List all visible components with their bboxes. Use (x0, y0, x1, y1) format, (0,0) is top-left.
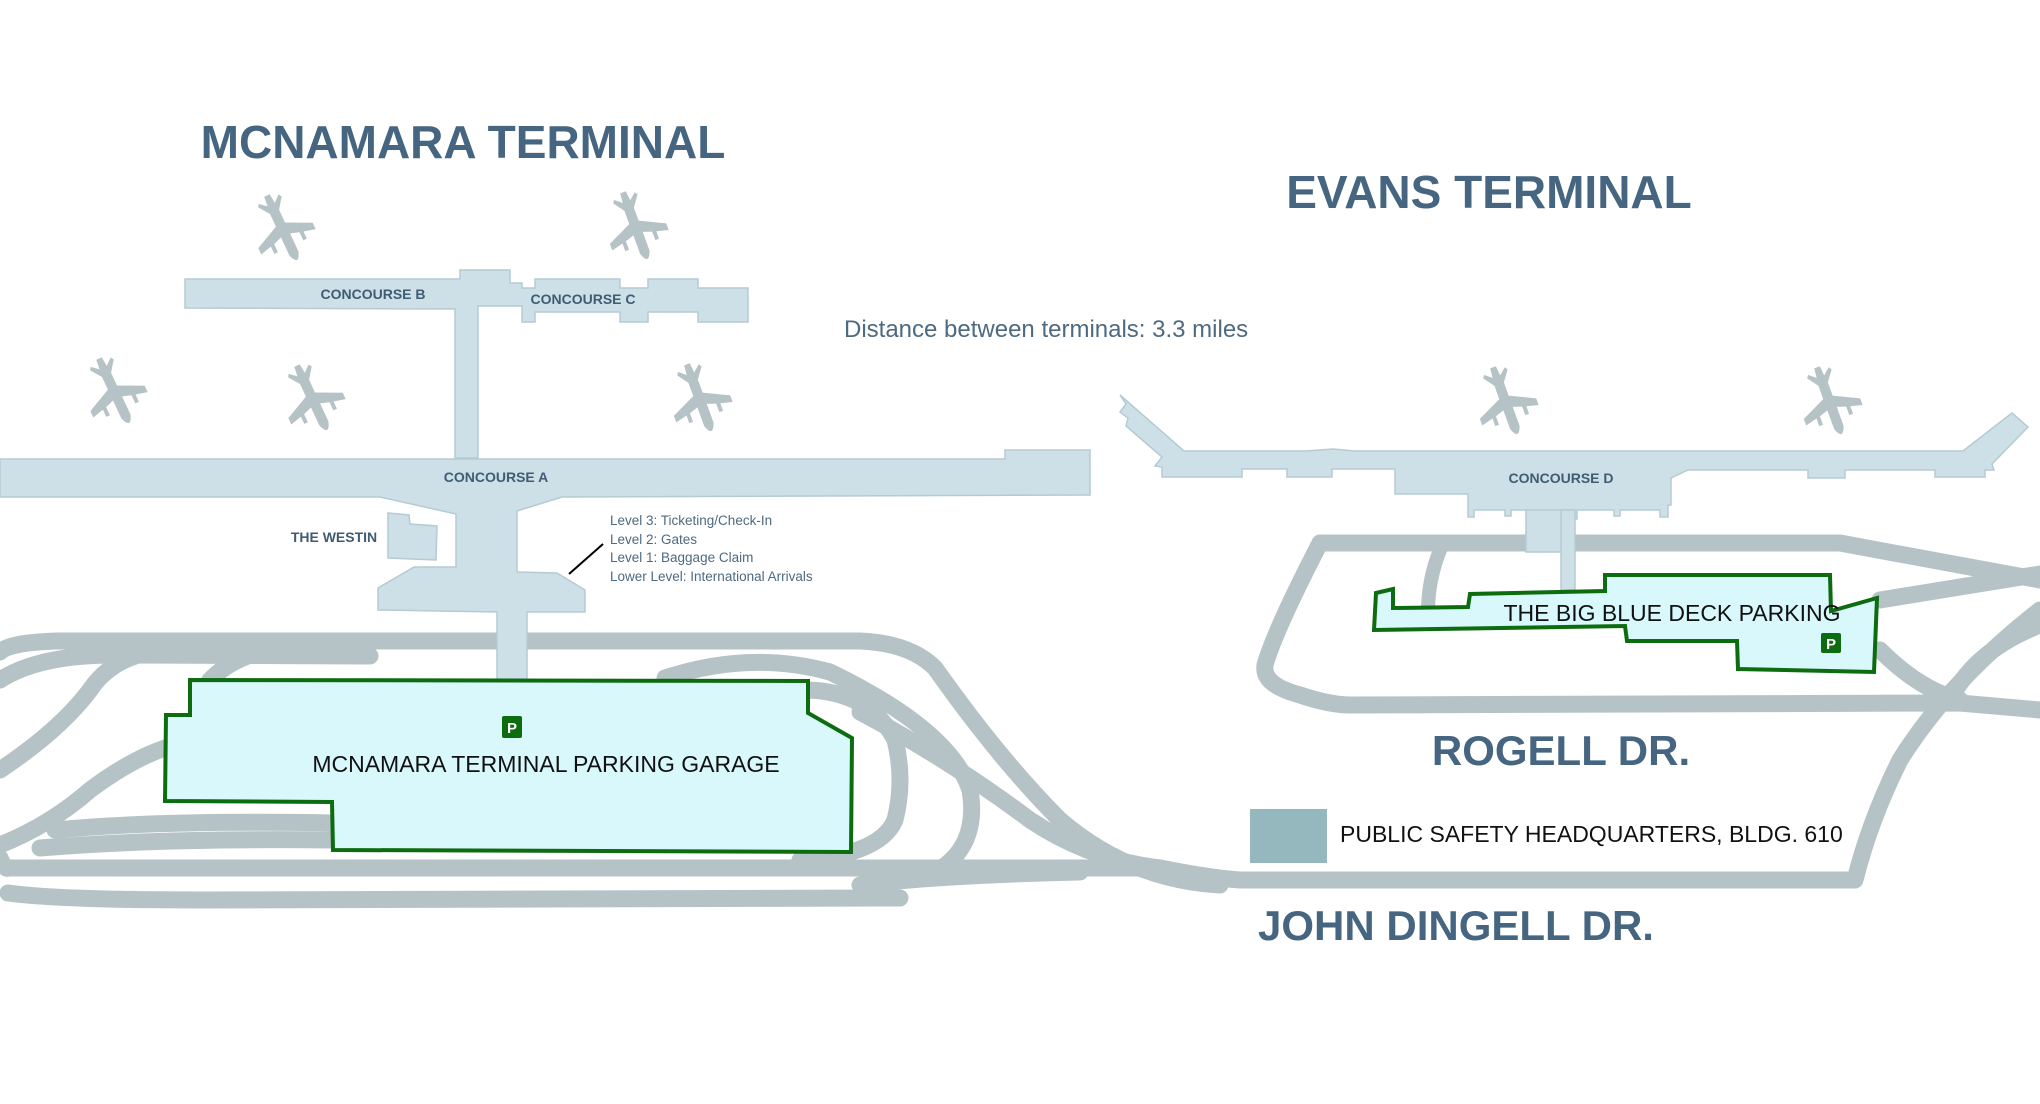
parking-sign-icon: P (1821, 633, 1841, 653)
parking-sign-icon: P (502, 716, 522, 738)
airplane-icon (1464, 357, 1546, 445)
airplane-icon (239, 182, 325, 273)
john-dingell-dr-label: JOHN DINGELL DR. (1258, 902, 1654, 949)
mcnamara-parking-garage[interactable] (162, 677, 855, 855)
level-2-text: Level 2: Gates (610, 532, 697, 547)
concourse-b-building (184, 269, 749, 459)
svg-text:P: P (1826, 636, 1836, 653)
concourse-b-label: CONCOURSE B (320, 286, 425, 302)
evans-terminal-title: EVANS TERMINAL (1286, 166, 1692, 218)
rogell-dr-label: ROGELL DR. (1432, 727, 1690, 774)
level-guide: Level 3: Ticketing/Check-In Level 2: Gat… (568, 513, 813, 584)
concourse-a-building (0, 449, 1091, 683)
concourse-a-label: CONCOURSE A (444, 469, 549, 485)
mcnamara-terminal-buildings (0, 269, 1091, 683)
level-3-text: Level 3: Ticketing/Check-In (610, 513, 772, 528)
mcnamara-terminal-title: MCNAMARA TERMINAL (201, 116, 726, 168)
concourse-c-label: CONCOURSE C (530, 291, 635, 307)
concourse-d-connector (1560, 509, 1576, 591)
svg-text:P: P (507, 720, 517, 737)
concourse-d-label: CONCOURSE D (1508, 470, 1613, 486)
road-network-evans (1231, 534, 2040, 889)
lower-level-text: Lower Level: International Arrivals (610, 569, 813, 584)
airplane-icon (1788, 357, 1870, 445)
public-safety-label: PUBLIC SAFETY HEADQUARTERS, BLDG. 610 (1340, 821, 1843, 847)
westin-building (387, 512, 438, 561)
airplane-icon (71, 345, 157, 436)
airplanes (71, 182, 1870, 445)
mcnamara-parking-label: MCNAMARA TERMINAL PARKING GARAGE (312, 751, 779, 777)
airplane-icon (269, 352, 355, 443)
distance-note: Distance between terminals: 3.3 miles (844, 316, 1248, 343)
road-network-mcnamara (0, 632, 1859, 909)
level-1-text: Level 1: Baggage Claim (610, 550, 753, 565)
evans-terminal-buildings (1118, 394, 2030, 591)
big-blue-deck-label: THE BIG BLUE DECK PARKING (1504, 600, 1841, 626)
big-blue-deck-parking[interactable] (1371, 573, 1880, 675)
airplane-icon (658, 354, 740, 442)
public-safety-swatch (1250, 809, 1327, 863)
airplane-icon (594, 182, 676, 270)
westin-label: THE WESTIN (291, 529, 377, 545)
